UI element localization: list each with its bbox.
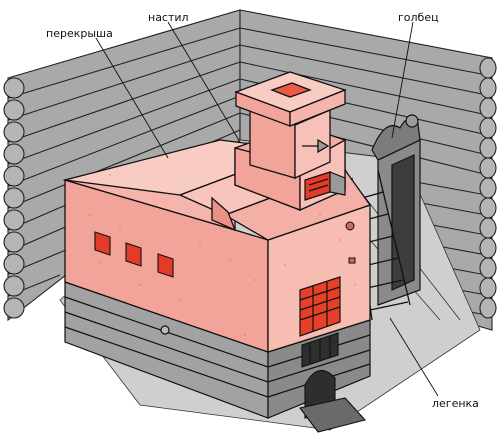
firebox-mouth	[299, 276, 341, 337]
label-roof: перекрыша	[46, 27, 113, 40]
leader-lines	[95, 21, 439, 397]
ash-pit	[301, 332, 339, 368]
underfloor-hatch	[299, 369, 367, 433]
chimney-stack	[234, 71, 347, 180]
label-deck: настил	[148, 11, 189, 24]
golbets-post	[371, 114, 421, 306]
label-post: голбец	[398, 11, 439, 24]
front-knobs	[345, 221, 356, 264]
side-niches	[94, 231, 174, 278]
chimney-door	[304, 171, 346, 201]
label-bench: легенка	[432, 397, 479, 410]
